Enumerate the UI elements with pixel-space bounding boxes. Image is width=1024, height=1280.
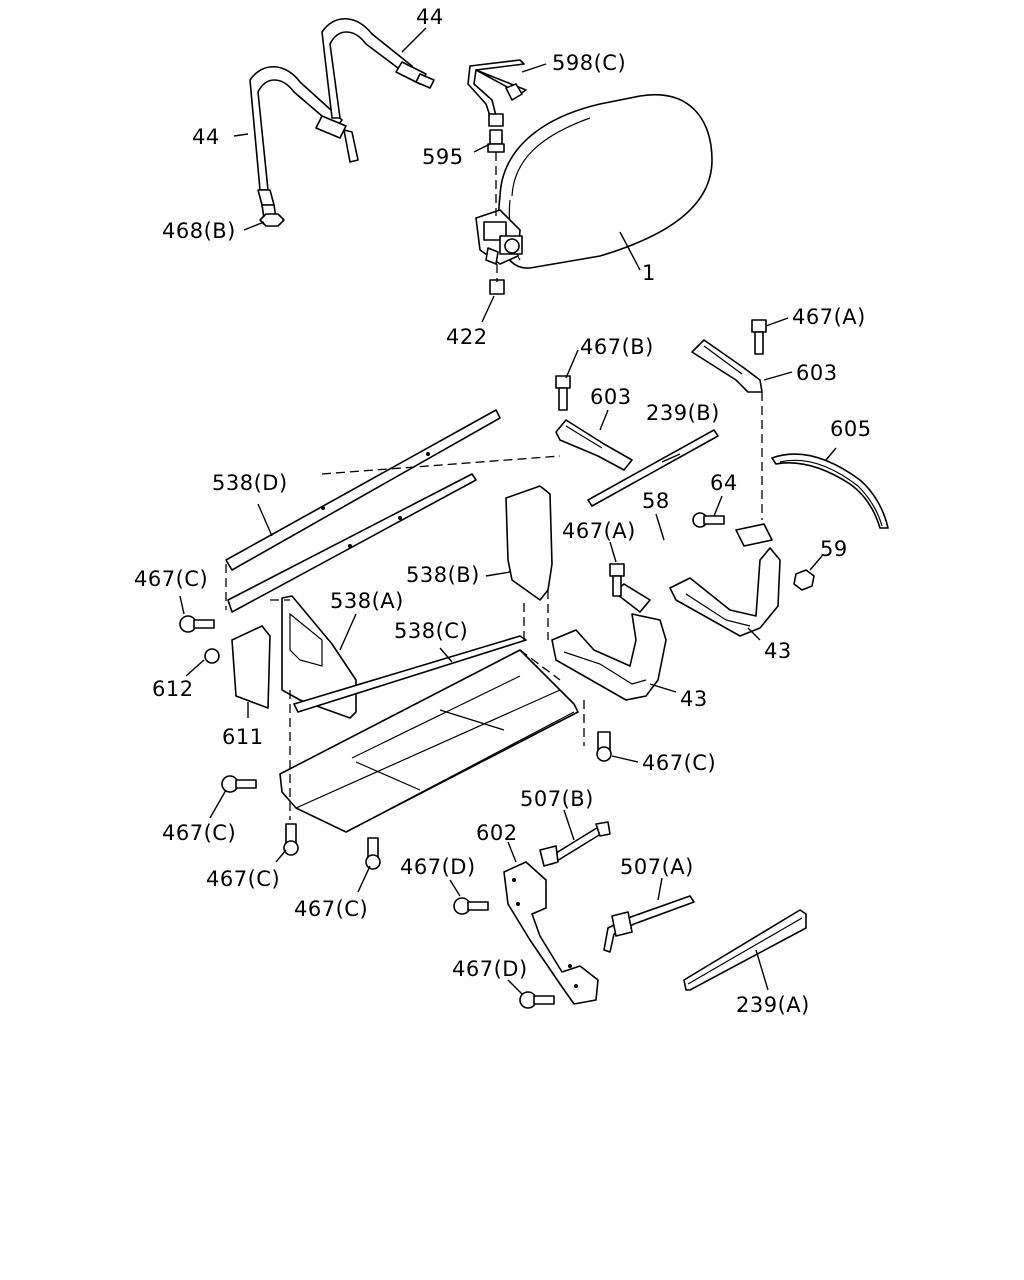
rail-239a[interactable] <box>683 909 807 991</box>
panel-538d[interactable] <box>225 409 501 613</box>
label-611: 611 <box>222 725 264 749</box>
label-507a: 507(A) <box>620 855 694 879</box>
label-467c-bottom-1: 467(C) <box>162 821 236 845</box>
rod-507a[interactable] <box>603 895 695 953</box>
panel-538a[interactable] <box>281 595 357 719</box>
label-598c: 598(C) <box>552 51 626 75</box>
label-467c-left: 467(C) <box>134 567 208 591</box>
label-538c: 538(C) <box>394 619 468 643</box>
bolt-467c-bottom-3[interactable] <box>365 837 381 870</box>
tank-valve[interactable] <box>475 209 523 265</box>
strap-left[interactable] <box>249 66 359 219</box>
frame-538c[interactable] <box>279 635 579 833</box>
bolt-467c-bottom-1[interactable] <box>221 775 257 793</box>
label-467d-a: 467(D) <box>400 855 476 879</box>
label-467a-mid: 467(A) <box>562 519 636 543</box>
bracket-43-mid[interactable] <box>551 583 667 701</box>
label-467a-top: 467(A) <box>792 305 866 329</box>
bolt-467b[interactable] <box>555 375 571 411</box>
label-1: 1 <box>642 261 656 285</box>
label-59: 59 <box>820 537 848 561</box>
bracket-43-right[interactable] <box>669 523 781 637</box>
label-467b: 467(B) <box>580 335 654 359</box>
label-239b: 239(B) <box>646 401 720 425</box>
label-422: 422 <box>446 325 488 349</box>
bolt-467c-bottom-2[interactable] <box>283 823 299 856</box>
label-43-mid: 43 <box>680 687 708 711</box>
label-43-right: 43 <box>764 639 792 663</box>
label-538a: 538(A) <box>330 589 404 613</box>
label-538b: 538(B) <box>406 563 480 587</box>
label-239a: 239(A) <box>736 993 810 1017</box>
fitting-595[interactable] <box>487 113 505 153</box>
bolt-467c-right[interactable] <box>596 731 612 762</box>
rod-507b[interactable] <box>539 821 611 867</box>
bolt-467a-top[interactable] <box>751 319 767 355</box>
plate-611[interactable] <box>231 625 271 709</box>
panel-538b[interactable] <box>505 485 553 601</box>
label-602: 602 <box>476 821 518 845</box>
label-58: 58 <box>642 489 670 513</box>
nut-59[interactable] <box>793 569 815 591</box>
pipe-598c[interactable] <box>467 59 527 117</box>
bolt-467d-b[interactable] <box>519 991 555 1009</box>
label-538d: 538(D) <box>212 471 288 495</box>
label-44-left: 44 <box>192 125 220 149</box>
label-467c-bottom-2: 467(C) <box>206 867 280 891</box>
bolt-467a-mid[interactable] <box>609 563 625 597</box>
rod-239b[interactable] <box>587 429 719 507</box>
bolt-467d-a[interactable] <box>453 897 489 915</box>
label-603-mid: 603 <box>590 385 632 409</box>
label-64: 64 <box>710 471 738 495</box>
label-603-right: 603 <box>796 361 838 385</box>
part-labels: 44 44 598(C) 595 468(B) 1 422 467(A) 603… <box>134 5 872 1017</box>
label-605: 605 <box>830 417 872 441</box>
bolt-467c-left[interactable] <box>179 615 215 633</box>
bracket-603-mid[interactable] <box>555 419 633 471</box>
label-507b: 507(B) <box>520 787 594 811</box>
label-467d-b: 467(D) <box>452 957 528 981</box>
clip-612[interactable] <box>204 648 220 664</box>
strip-605[interactable] <box>771 453 889 529</box>
fuel-tank[interactable] <box>497 94 713 269</box>
label-595: 595 <box>422 145 464 169</box>
label-612: 612 <box>152 677 194 701</box>
label-467c-right: 467(C) <box>642 751 716 775</box>
nut-468b[interactable] <box>259 213 285 227</box>
label-44-top: 44 <box>416 5 444 29</box>
bracket-602[interactable] <box>503 861 599 1005</box>
label-467c-bottom-3: 467(C) <box>294 897 368 921</box>
label-468b: 468(B) <box>162 219 236 243</box>
leader-lines <box>179 27 837 995</box>
fitting-422[interactable] <box>489 279 505 295</box>
strap-right[interactable] <box>321 18 435 119</box>
bracket-603-right[interactable] <box>691 339 763 393</box>
bolt-64[interactable] <box>692 512 725 528</box>
